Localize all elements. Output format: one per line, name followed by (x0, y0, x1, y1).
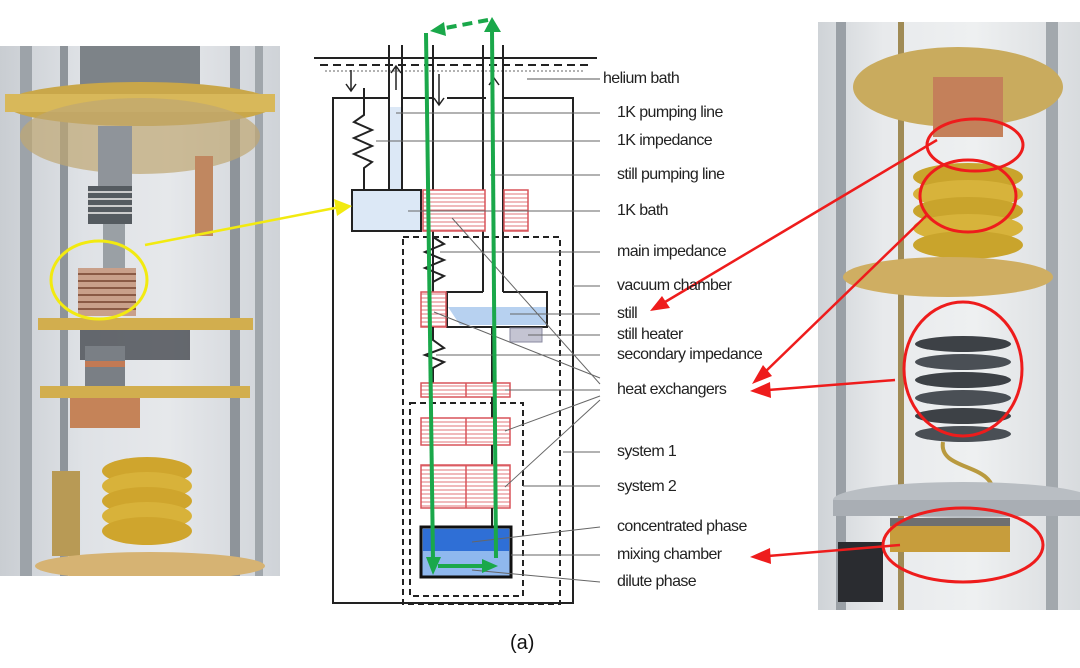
green-arrow-dashed-return (439, 18, 489, 31)
red-arrowhead-still-icon (650, 296, 670, 311)
support-rod (836, 22, 846, 610)
yellow-arrowhead-icon (334, 199, 352, 216)
label-system-2: system 2 (617, 478, 677, 495)
1k-pumping-line-liquid (390, 107, 401, 190)
red-arrowhead-hx2-icon (750, 382, 771, 398)
label-1k-bath: 1K bath (617, 202, 669, 219)
still-copper (933, 77, 1003, 137)
bellows (88, 186, 132, 224)
leader-lines (376, 112, 601, 583)
green-arrow-down-line (424, 32, 435, 561)
red-circle-still (925, 117, 1025, 173)
photo-left-drawing (5, 46, 275, 576)
gold-blocks (52, 471, 80, 556)
label-concentrated-phase: concentrated phase (617, 518, 747, 535)
gold-plate-middle (38, 318, 253, 330)
concentrated-phase-region (423, 529, 509, 551)
gold-plate-middle (843, 257, 1053, 297)
label-system-1: system 1 (617, 443, 677, 460)
gold-plate-lower (40, 386, 250, 398)
still-liquid (448, 307, 546, 325)
label-still-pumping-line: still pumping line (617, 166, 725, 183)
red-circle-discrete-hx (902, 300, 1024, 438)
copper-coil-1k-bath (78, 268, 136, 316)
red-arrowhead-mixing-icon (750, 548, 771, 564)
green-arrowhead-up-icon (484, 17, 501, 32)
up-arrow-icon (390, 64, 402, 90)
mixing-chamber-body (890, 522, 1010, 552)
support-rod (255, 46, 263, 576)
support-rod (20, 46, 32, 576)
yellow-pointer-line (144, 205, 341, 247)
main-impedance-zigzag (422, 236, 447, 293)
still-copper-band (85, 361, 125, 367)
red-arrowhead-hx1-icon (752, 365, 772, 384)
label-mixing-chamber: mixing chamber (617, 546, 722, 563)
photo-left-cryostat (0, 46, 280, 576)
system-inner-outline (409, 402, 524, 597)
heat-exchanger-still (420, 291, 447, 328)
label-still: still (617, 305, 638, 322)
still-vessel (446, 291, 548, 328)
pump-device (838, 542, 883, 602)
label-heat-exchangers: heat exchangers (617, 381, 727, 398)
support-rod (230, 46, 240, 576)
label-helium-bath: helium bath (603, 70, 680, 87)
label-main-impedance: main impedance (617, 243, 727, 260)
secondary-impedance-zigzag (422, 327, 447, 383)
green-arrowhead-down-icon (426, 557, 441, 575)
green-arrowhead-right-icon (482, 559, 498, 573)
red-pointer-lines (659, 138, 938, 558)
1k-impedance-zigzag (351, 88, 375, 191)
green-arrowhead-left-icon (430, 22, 446, 36)
vacuum-chamber-outline (402, 236, 561, 605)
green-circulation-arrows (424, 17, 501, 575)
red-circle-mixing-chamber (881, 506, 1045, 584)
support-rod (1046, 22, 1058, 610)
mixing-chamber-top (890, 518, 1010, 526)
label-secondary-impedance: secondary impedance (617, 346, 763, 363)
figure-caption: (a) (510, 632, 535, 654)
copper-cylinders (70, 398, 140, 428)
down-arrow-icon (433, 74, 445, 107)
label-dilute-phase: dilute phase (617, 573, 697, 590)
pumping-tubes (80, 46, 200, 86)
down-arrow-icon (345, 70, 357, 93)
gold-plate-bottom (35, 552, 265, 576)
photo-right-cryostat (818, 22, 1080, 610)
red-highlights (881, 117, 1045, 584)
central-column (98, 126, 132, 196)
red-circle-coil-hx (918, 158, 1018, 234)
support-rod (60, 46, 68, 576)
yellow-highlight-circle (49, 239, 149, 321)
label-vacuum-chamber: vacuum chamber (617, 277, 732, 294)
green-arrow-up-line (490, 29, 498, 559)
photo-right-drawing (833, 22, 1080, 610)
gold-coil (102, 457, 192, 545)
support-rod (898, 22, 904, 610)
label-still-heater: still heater (617, 326, 683, 343)
connector-block (195, 156, 213, 236)
plate-underside (20, 98, 260, 174)
label-1k-pumping-line: 1K pumping line (617, 104, 723, 121)
label-1k-impedance: 1K impedance (617, 132, 713, 149)
